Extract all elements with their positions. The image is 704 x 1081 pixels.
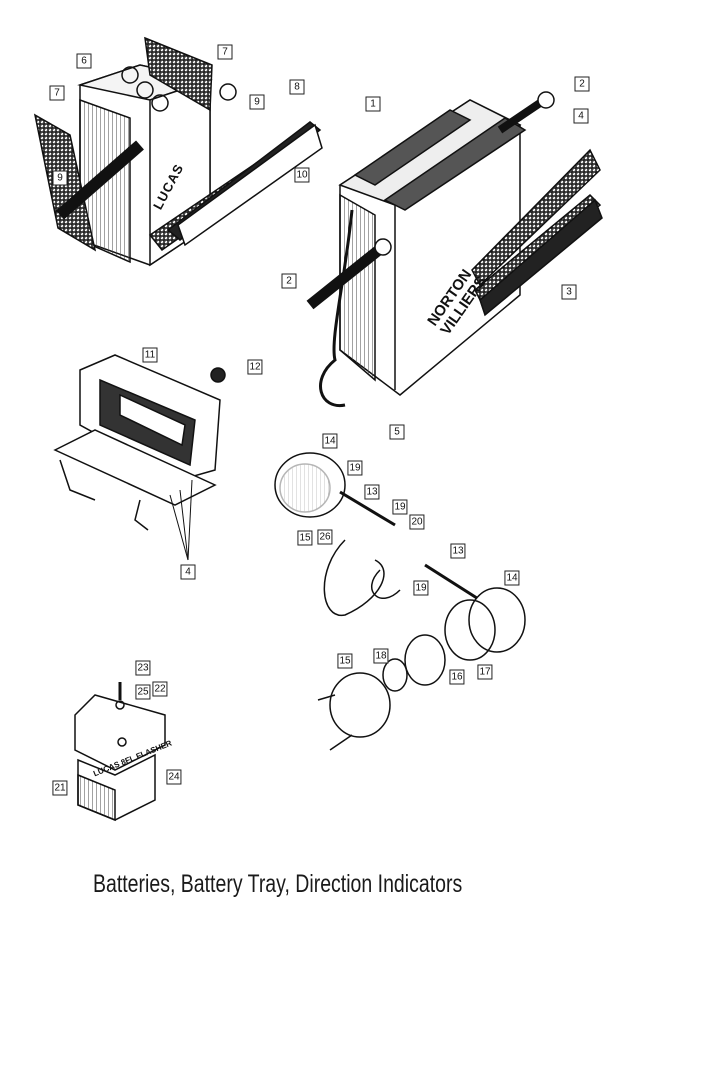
- callout-12: 12: [247, 359, 263, 375]
- callout-26: 26: [317, 529, 333, 545]
- callout-15: 15: [297, 530, 313, 546]
- callout-4: 4: [180, 564, 196, 580]
- callout-25: 25: [135, 684, 151, 700]
- flasher-unit: [74, 682, 166, 822]
- callout-24: 24: [166, 769, 182, 785]
- callout-2: 2: [574, 76, 590, 92]
- callout-1: 1: [365, 96, 381, 112]
- battery-tray: [53, 354, 226, 561]
- direction-indicators: [274, 452, 526, 751]
- callout-7: 7: [217, 44, 233, 60]
- callout-19: 19: [413, 580, 429, 596]
- callout-7: 7: [49, 85, 65, 101]
- callout-19: 19: [392, 499, 408, 515]
- callout-14: 14: [322, 433, 338, 449]
- callout-13: 13: [364, 484, 380, 500]
- callout-3: 3: [561, 284, 577, 300]
- callout-20: 20: [409, 514, 425, 530]
- callout-22: 22: [152, 681, 168, 697]
- callout-10: 10: [294, 167, 310, 183]
- callout-14: 14: [504, 570, 520, 586]
- callout-18: 18: [373, 648, 389, 664]
- callout-23: 23: [135, 660, 151, 676]
- diagram-caption: Batteries, Battery Tray, Direction Indic…: [93, 870, 463, 898]
- callout-9: 9: [52, 170, 68, 186]
- callout-16: 16: [449, 669, 465, 685]
- callout-2: 2: [281, 273, 297, 289]
- callout-6: 6: [76, 53, 92, 69]
- callout-11: 11: [142, 347, 158, 363]
- lucas-battery: [33, 36, 323, 267]
- callout-21: 21: [52, 780, 68, 796]
- callout-5: 5: [389, 424, 405, 440]
- callout-15: 15: [337, 653, 353, 669]
- callout-13: 13: [450, 543, 466, 559]
- norton-battery: [306, 91, 603, 407]
- callout-17: 17: [477, 664, 493, 680]
- callout-8: 8: [289, 79, 305, 95]
- callout-19: 19: [347, 460, 363, 476]
- callout-4: 4: [573, 108, 589, 124]
- callout-9: 9: [249, 94, 265, 110]
